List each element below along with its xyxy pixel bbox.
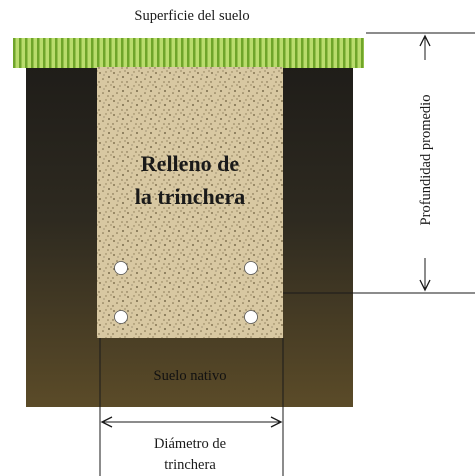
depth-arrow-top-icon [419, 34, 431, 47]
depth-label: Profundidad promedio [418, 95, 434, 226]
depth-arrow-bottom-icon [419, 279, 431, 292]
diameter-label-line1: Diámetro de [154, 436, 226, 452]
grass-surface [13, 38, 364, 68]
trench-fill-label-line2: la trinchera [135, 184, 246, 209]
pipe-circle-icon [114, 261, 128, 275]
pipe-circle-icon [114, 310, 128, 324]
diameter-arrow-right-icon [270, 416, 283, 428]
pipe-circle-icon [244, 310, 258, 324]
trench-fill-label-line1: Relleno de [141, 151, 240, 176]
trench-fill [97, 67, 283, 338]
pipe-circle-icon [244, 261, 258, 275]
native-soil-label: Suelo nativo [154, 368, 227, 384]
diameter-arrow-left-icon [100, 416, 113, 428]
surface-label: Superficie del suelo [134, 8, 249, 24]
diameter-label-line2: trinchera [164, 457, 216, 473]
